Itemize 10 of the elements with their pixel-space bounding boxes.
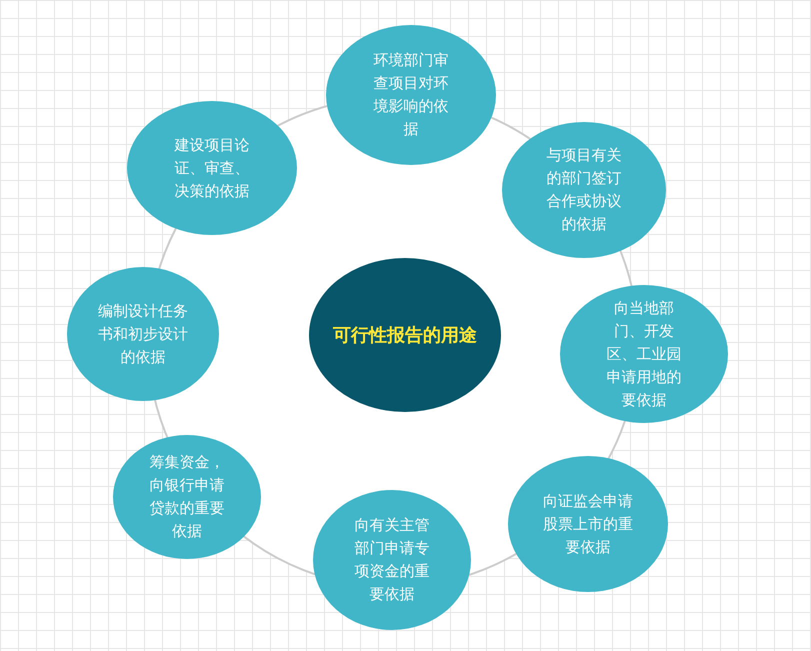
node-text: 与项目有关的部门签订合作或协议的依据 xyxy=(546,145,622,235)
node-text: 向有关主管部门申请专项资金的重要依据 xyxy=(354,515,430,605)
node-text: 环境部门审查项目对环境影响的依据 xyxy=(372,50,450,140)
node-text: 筹集资金，向银行申请贷款的重要依据 xyxy=(148,452,226,542)
node-text: 向当地部门、开发区、工业园申请用地的要依据 xyxy=(606,298,682,410)
title-text: 可行性报告的用途 xyxy=(332,324,478,346)
topic-ellipse xyxy=(508,456,668,592)
node-text: 编制设计任务书和初步设计的依据 xyxy=(97,300,189,368)
node-text: 建设项目论证、审查、决策的依据 xyxy=(173,134,250,202)
node-text: 向证监会申请股票上市的重要依据 xyxy=(542,490,634,558)
